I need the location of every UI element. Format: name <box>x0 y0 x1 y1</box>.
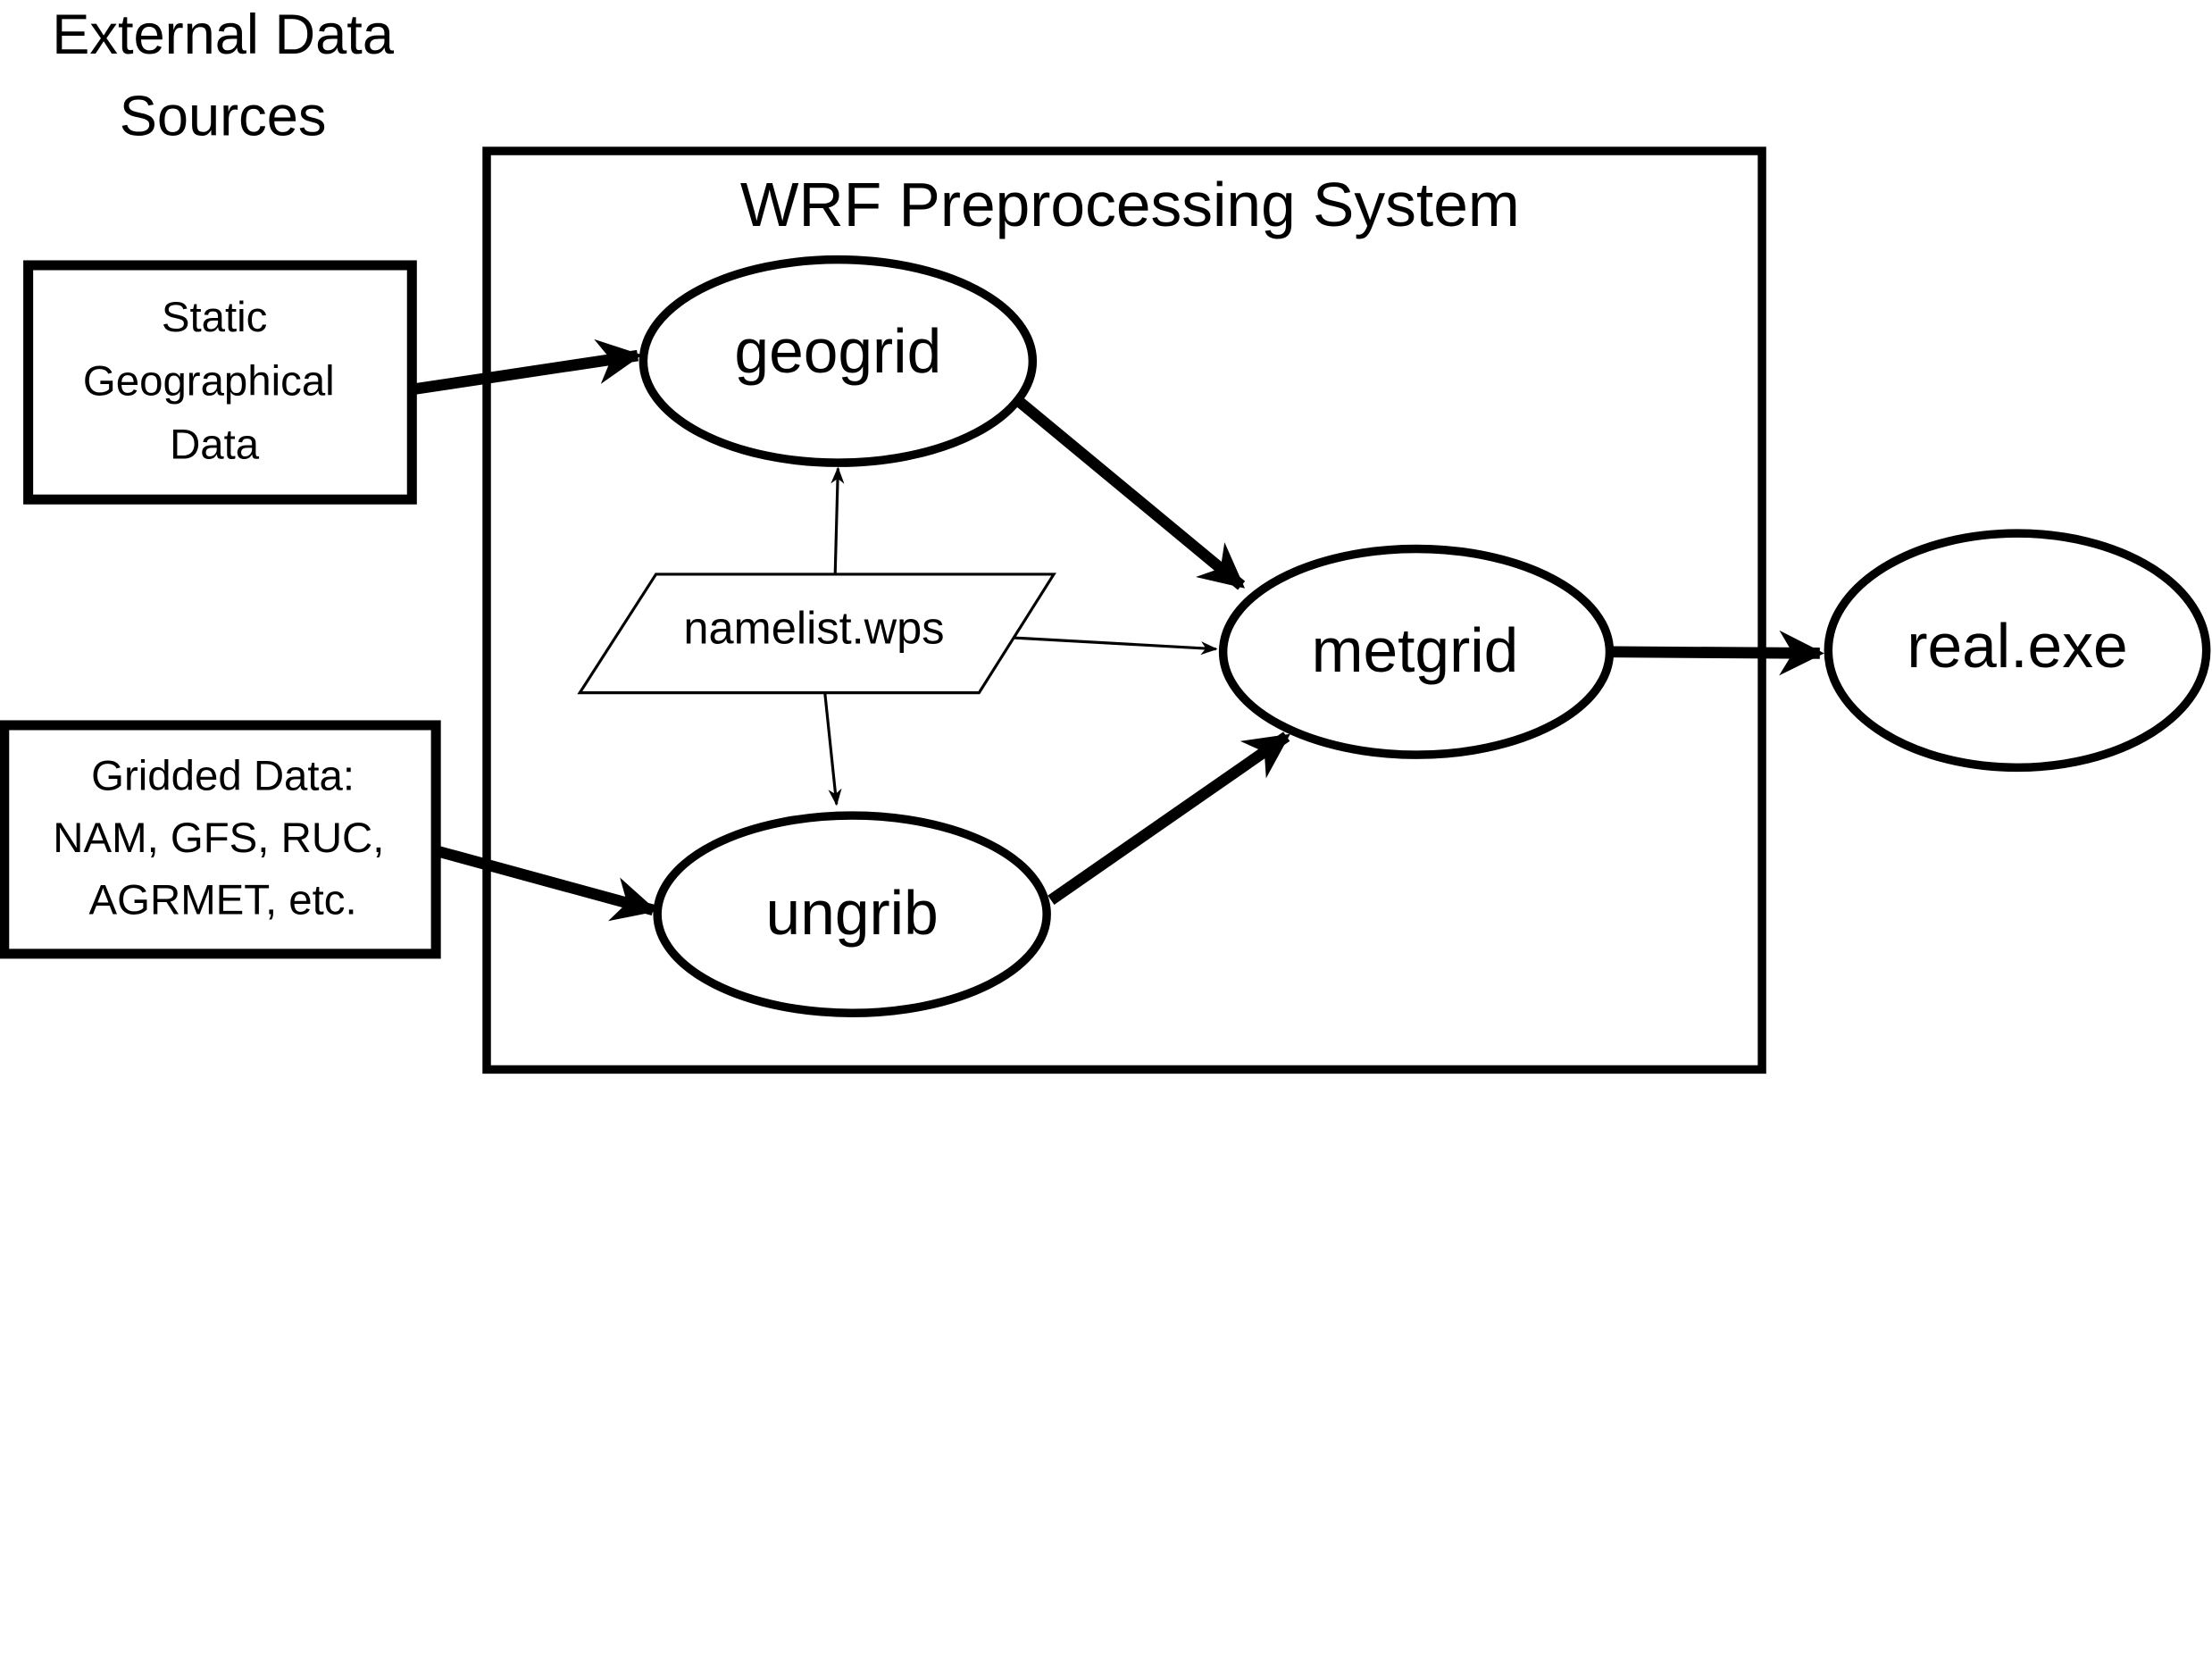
static-geo-data-box <box>23 260 417 505</box>
arrow-namelist-to-geogrid <box>831 466 845 574</box>
node-namelist-wps <box>577 573 1056 695</box>
external-sources-heading-line1: External Data <box>52 4 395 66</box>
node-ungrib-label: ungrib <box>766 878 939 948</box>
external-sources-heading-line2: Sources <box>120 86 327 148</box>
arrow-ungrib-to-metgrid <box>1048 731 1290 906</box>
node-geogrid-label: geogrid <box>734 316 941 386</box>
wps-system-title: WRF Preprocessing System <box>740 170 1520 239</box>
arrow-namelist-to-metgrid <box>1013 636 1218 656</box>
gridded-data-line2: NAM, GFS, RUC, <box>53 815 384 862</box>
gridded-data-box <box>0 720 441 959</box>
node-namelist-wps-label: namelist.wps <box>683 602 944 653</box>
wps-system-container <box>482 146 1766 1074</box>
gridded-data-line1: Gridded Data: <box>91 753 355 800</box>
arrow-gridded-to-ungrib <box>434 845 658 922</box>
static-geo-data-line1: Static <box>162 294 267 341</box>
node-ungrib <box>653 811 1051 1017</box>
arrow-geogrid-to-metgrid <box>1016 397 1246 590</box>
node-geogrid <box>639 255 1038 467</box>
static-geo-data-line3: Data <box>170 421 260 468</box>
arrow-metgrid-to-real <box>1612 630 1824 676</box>
node-metgrid <box>1218 544 1615 759</box>
gridded-data-line3: AGRMET, etc. <box>89 877 357 924</box>
node-real-exe <box>1824 529 2211 773</box>
static-geo-data-line2: Geographical <box>83 357 335 405</box>
node-real-exe-label: real.exe <box>1907 611 2127 681</box>
node-metgrid-label: metgrid <box>1312 615 1519 685</box>
arrow-static-to-geogrid <box>411 339 643 396</box>
